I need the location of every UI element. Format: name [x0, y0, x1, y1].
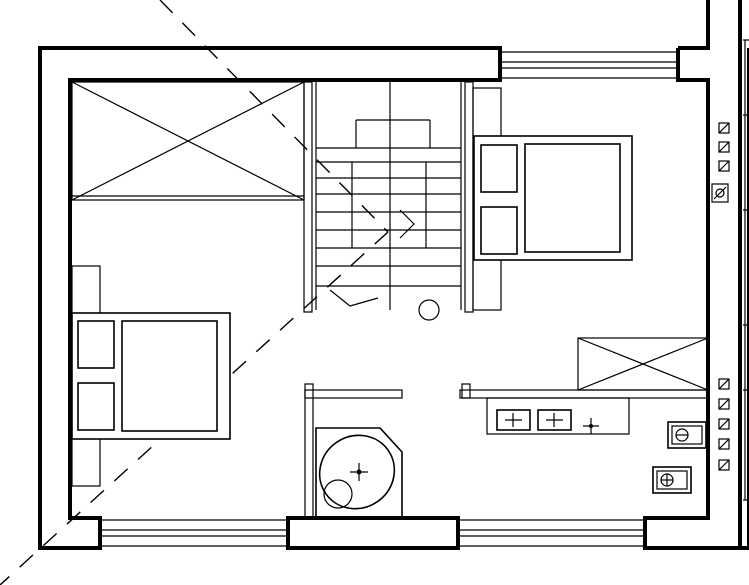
bidet: [652, 466, 692, 494]
window-bottom-left: [100, 519, 288, 547]
stair-walls: [303, 81, 474, 313]
newel-post: [418, 299, 440, 321]
void-area-top-left: [71, 81, 305, 201]
staircase: [315, 82, 462, 321]
toilet: [667, 421, 707, 449]
ventilation-ducts-lower: [718, 378, 730, 471]
exterior-walls: [38, 0, 749, 550]
shower-tray: [577, 337, 709, 391]
vanity-double-sink: [486, 397, 630, 435]
corner-bathtub: [315, 427, 403, 519]
right-wall-details: [743, 39, 749, 501]
section-line: [0, 0, 389, 585]
double-bed-right: [473, 135, 633, 261]
double-bed-left: [71, 312, 231, 440]
bathroom-walls: [304, 383, 709, 519]
ventilation-ducts-upper: [711, 122, 730, 203]
window-bottom-right: [458, 519, 645, 547]
window-top: [500, 51, 678, 79]
